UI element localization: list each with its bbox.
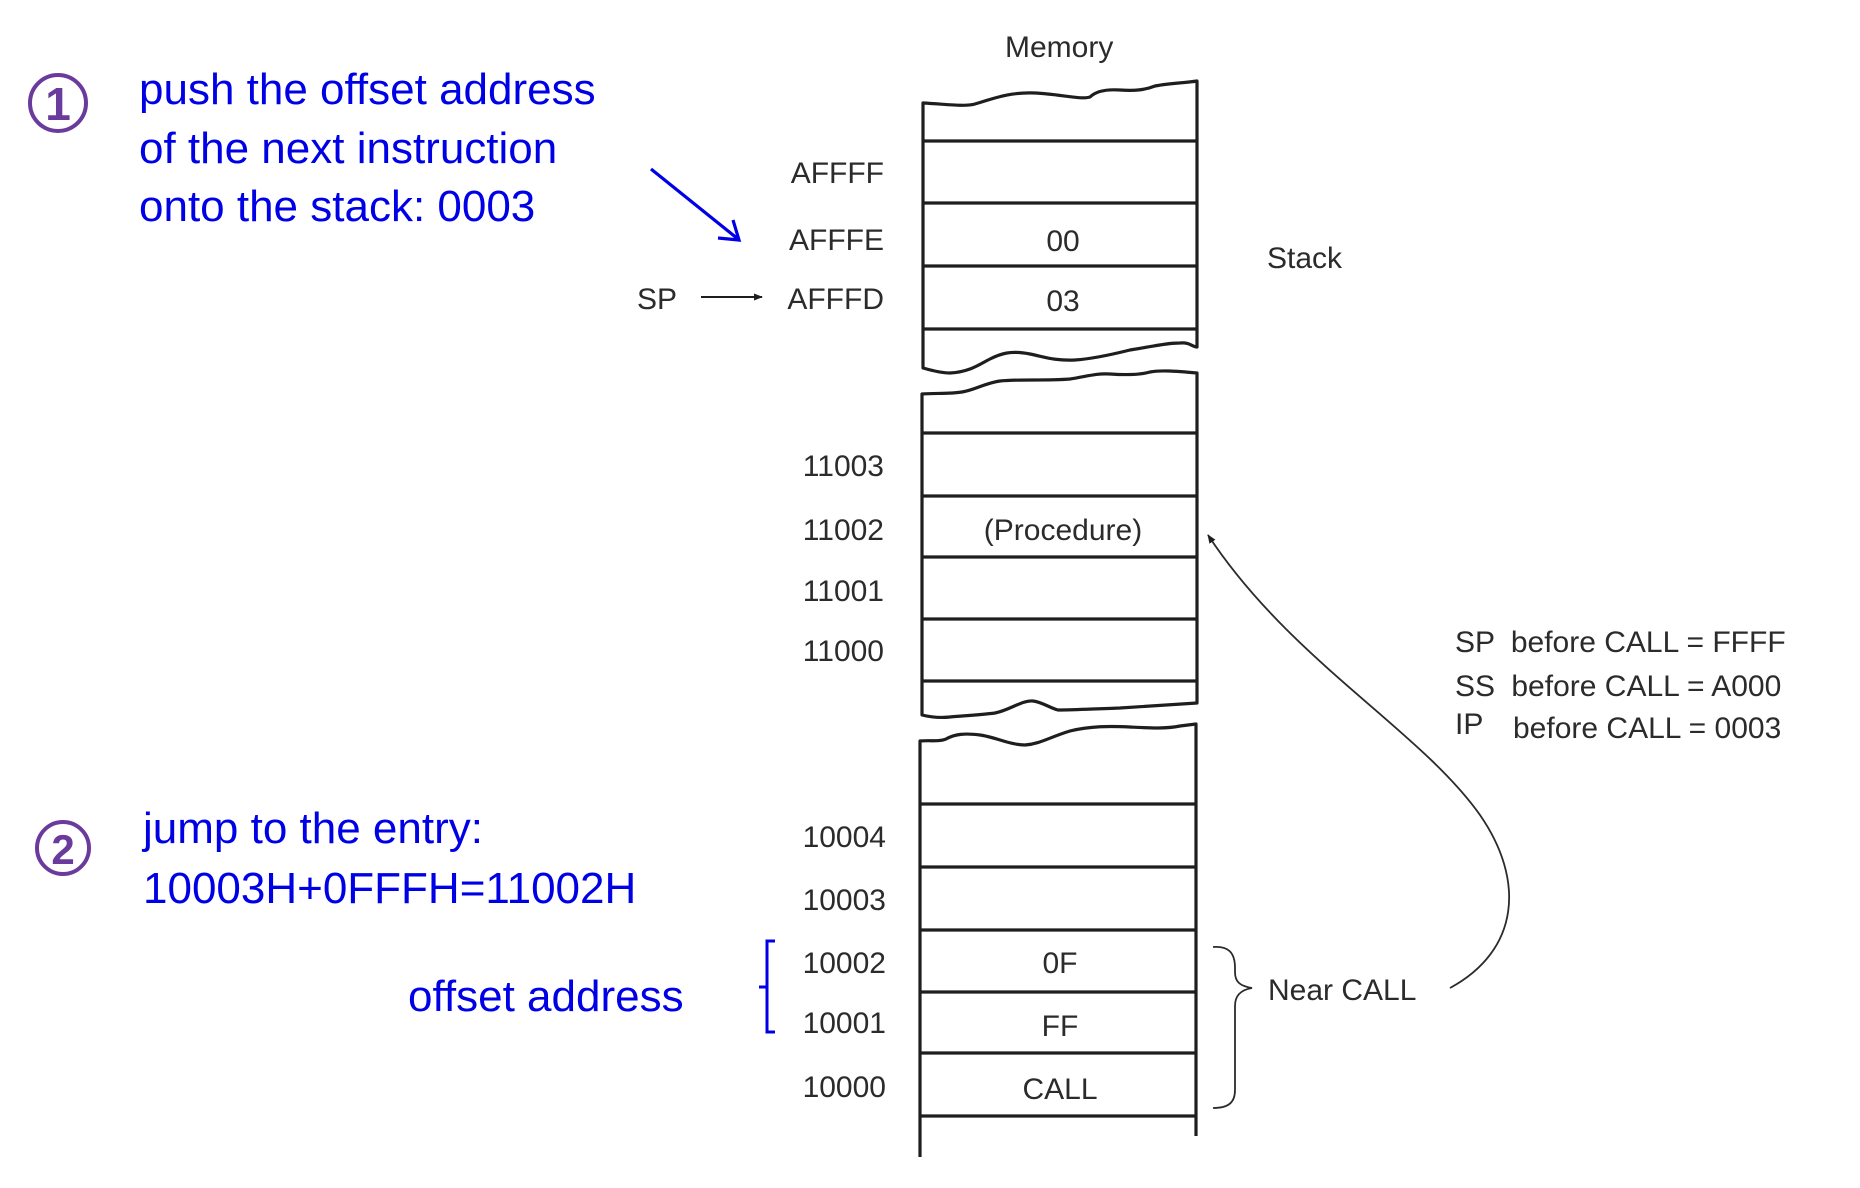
cell-value: CALL (1022, 1073, 1097, 1106)
address-label: AFFFE (789, 224, 884, 257)
offset-address-label: offset address (408, 972, 684, 1021)
address-label: 11003 (803, 450, 884, 483)
memory-title: Memory (1005, 31, 1113, 64)
memory-block-stack: AFFFF AFFFE AFFFD 00 03 (787, 79, 1199, 375)
svg-text:2: 2 (51, 826, 74, 873)
cell-value: 00 (1046, 225, 1079, 258)
register-line-sp: SP before CALL = FFFF (1455, 626, 1786, 659)
stack-label: Stack (1267, 242, 1343, 275)
step-1-annotation: 1 push the offset address of the next in… (28, 65, 742, 242)
address-label: 11001 (803, 575, 884, 608)
register-name: SS (1455, 670, 1495, 703)
step-2-line-1: jump to the entry: (141, 804, 483, 853)
address-label: 11002 (803, 514, 884, 547)
step-1-line-3: onto the stack: 0003 (139, 182, 535, 231)
cell-value: (Procedure) (984, 514, 1142, 547)
address-label: 10002 (803, 947, 886, 980)
svg-text:1: 1 (45, 78, 71, 130)
cell-value: 0F (1042, 947, 1077, 980)
jump-arrow-icon (1207, 534, 1510, 989)
near-call-label: Near CALL (1268, 974, 1416, 1007)
address-label: 10000 (803, 1071, 886, 1104)
offset-bracket-icon (759, 939, 775, 1034)
step-2-line-2: 10003H+0FFFH=11002H (143, 864, 636, 913)
address-label: AFFFD (787, 283, 884, 316)
step-1-number-icon: 1 (28, 73, 88, 133)
address-label: AFFFF (791, 157, 884, 190)
register-name: SP (1455, 626, 1494, 659)
address-label: 10004 (803, 821, 886, 854)
sp-pointer: SP (637, 283, 763, 316)
near-call-brace-icon (1212, 946, 1253, 1109)
cell-value: FF (1042, 1010, 1079, 1043)
address-label: 10001 (803, 1007, 886, 1040)
register-line-ip: IP before CALL = 0003 (1455, 708, 1781, 745)
step-2-number-icon: 2 (35, 820, 91, 876)
step-1-arrow-icon (649, 167, 742, 242)
register-name: IP (1455, 708, 1483, 741)
register-line-ss: SS before CALL = A000 (1455, 670, 1781, 703)
step-1-line-1: push the offset address (139, 65, 596, 114)
memory-block-caller: 10004 10003 10002 10001 10000 0F FF CALL (803, 722, 1198, 1157)
register-value: before CALL = A000 (1511, 670, 1781, 703)
memory-block-procedure: 11003 11002 11001 11000 (Procedure) (803, 369, 1199, 719)
cell-value: 03 (1046, 285, 1079, 318)
sp-pointer-label: SP (637, 283, 677, 316)
step-1-line-2: of the next instruction (139, 124, 557, 173)
address-label: 10003 (803, 884, 886, 917)
step-2-annotation: 2 jump to the entry: 10003H+0FFFH=11002H (35, 804, 636, 913)
address-label: 11000 (803, 635, 884, 668)
registers-before-call: SP before CALL = FFFF SS before CALL = A… (1455, 626, 1786, 745)
register-value: before CALL = 0003 (1513, 712, 1781, 745)
register-value: before CALL = FFFF (1511, 626, 1786, 659)
